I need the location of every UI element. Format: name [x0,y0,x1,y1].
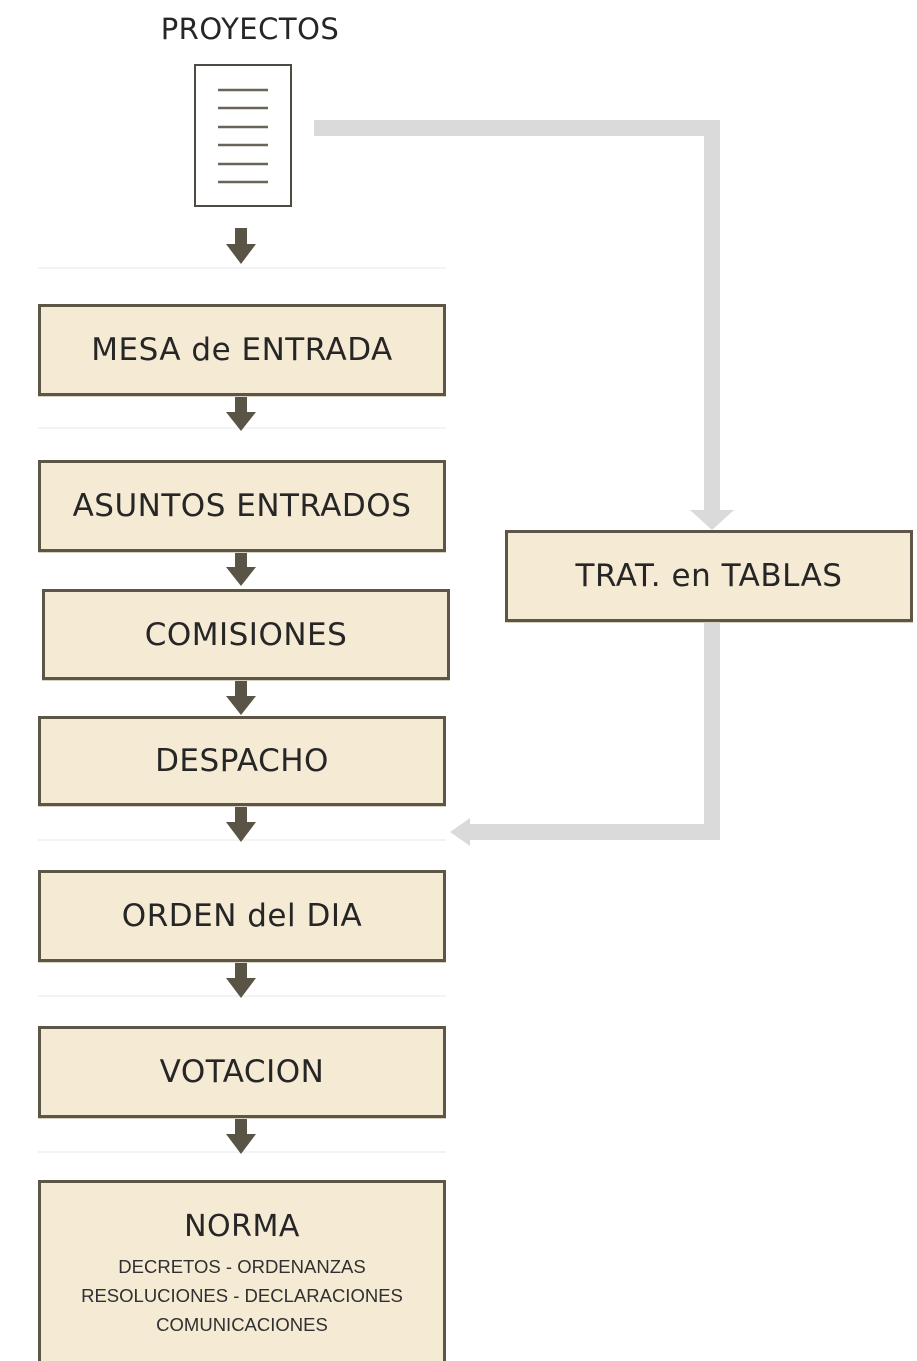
down-arrows [226,228,256,1154]
down-arrow-icon [226,396,256,431]
bypass-arrowhead-down [690,510,734,530]
norma-box: NORMA DECRETOS - ORDENANZAS RESOLUCIONES… [38,1180,446,1361]
orden-del-dia-label: ORDEN del DIA [121,898,363,934]
norma-title: NORMA [184,1209,300,1244]
mesa-de-entrada-box: MESA de ENTRADA [38,304,446,396]
despacho-label: DESPACHO [155,743,329,779]
bypass-line-bottom [468,622,720,840]
mesa-de-entrada-label: MESA de ENTRADA [91,332,393,368]
trat-en-tablas-box: TRAT. en TABLAS [505,530,913,622]
norma-line: DECRETOS - ORDENANZAS [118,1256,366,1277]
asuntos-entrados-label: ASUNTOS ENTRADOS [72,488,412,524]
votacion-label: VOTACION [159,1054,325,1090]
norma-line: COMUNICACIONES [156,1314,328,1335]
trat-en-tablas-label: TRAT. en TABLAS [575,558,843,594]
bypass-line-top [314,120,720,520]
orden-del-dia-box: ORDEN del DIA [38,870,446,962]
down-arrow-icon [226,806,256,842]
votacion-box: VOTACION [38,1026,446,1118]
down-arrow-icon [226,1118,256,1154]
comisiones-box: COMISIONES [42,589,450,680]
bypass-arrowhead-left [450,818,470,846]
down-arrow-icon [226,680,256,715]
bypass-path [314,120,734,846]
down-arrow-icon [226,962,256,998]
comisiones-label: COMISIONES [144,616,348,653]
asuntos-entrados-box: ASUNTOS ENTRADOS [38,460,446,552]
down-arrow-icon [226,552,256,586]
diagram-title: PROYECTOS [160,12,340,46]
despacho-box: DESPACHO [38,716,446,806]
document-icon [194,64,292,207]
down-arrow-icon [226,228,256,264]
norma-line: RESOLUCIONES - DECLARACIONES [81,1285,403,1306]
